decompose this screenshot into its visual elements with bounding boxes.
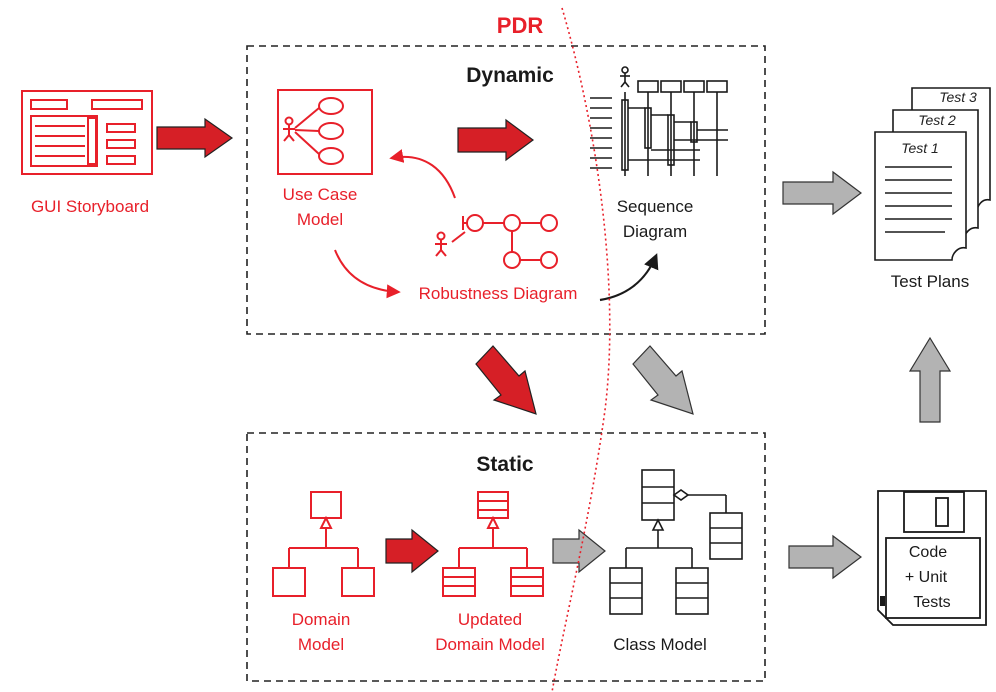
arrow-storyboard-to-usecase — [156, 117, 234, 159]
sequence-diagram-label-line2: Diagram — [623, 222, 687, 241]
domain-model-label-line1: Domain — [292, 610, 351, 629]
use-case-model-icon — [277, 89, 373, 175]
static-section-frame — [246, 432, 766, 682]
static-section-title: Static — [476, 453, 534, 476]
test-page-label-3: Test 3 — [939, 89, 977, 105]
arrow-domain-to-updated — [385, 528, 439, 574]
updated-domain-model-icon — [442, 491, 544, 597]
pdr-milestone-label: PDR — [497, 13, 544, 38]
test-plans-label: Test Plans — [891, 272, 969, 291]
dynamic-section-title: Dynamic — [466, 64, 554, 87]
code-label-line1: Code — [909, 544, 947, 561]
sequence-diagram-label-line1: Sequence — [617, 197, 694, 216]
sequence-diagram-icon — [590, 66, 728, 176]
arrow-class-to-code — [788, 534, 862, 580]
test-page-label-2: Test 2 — [918, 112, 956, 128]
class-model-icon — [609, 469, 743, 615]
curve-robustness-to-usecase — [389, 149, 456, 199]
use-case-model-label-line1: Use Case — [283, 185, 358, 204]
test-plans-icon — [874, 87, 991, 261]
gui-storyboard-icon — [21, 90, 153, 175]
robustness-diagram-label: Robustness Diagram — [419, 284, 578, 303]
robustness-diagram-icon — [435, 214, 558, 269]
use-case-model-label-line2: Model — [297, 210, 343, 229]
curve-robustness-to-sequence — [599, 253, 659, 302]
code-floppy-disk-icon — [877, 490, 987, 626]
arrow-code-to-testplans — [908, 336, 952, 423]
test-page-label-1: Test 1 — [901, 140, 939, 156]
arrow-usecase-to-sequence — [457, 118, 535, 162]
dynamic-section-frame — [246, 45, 766, 335]
code-label-line2: + Unit — [905, 569, 948, 586]
curve-usecase-to-robustness — [334, 249, 401, 299]
domain-model-icon — [272, 491, 375, 597]
updated-domain-model-label-line1: Updated — [458, 610, 522, 629]
class-model-label: Class Model — [613, 635, 707, 654]
arrow-dynamic-to-class-model — [632, 345, 694, 415]
arrow-dynamic-to-updated-domain — [475, 345, 537, 415]
gui-storyboard-label: GUI Storyboard — [31, 197, 149, 216]
arrow-sequence-to-testplans — [782, 170, 862, 216]
arrow-updated-to-class — [552, 528, 606, 574]
updated-domain-model-label-line2: Domain Model — [435, 635, 545, 654]
pdr-milestone-line — [551, 7, 611, 692]
code-label-line3: Tests — [913, 594, 950, 611]
domain-model-label-line2: Model — [298, 635, 344, 654]
